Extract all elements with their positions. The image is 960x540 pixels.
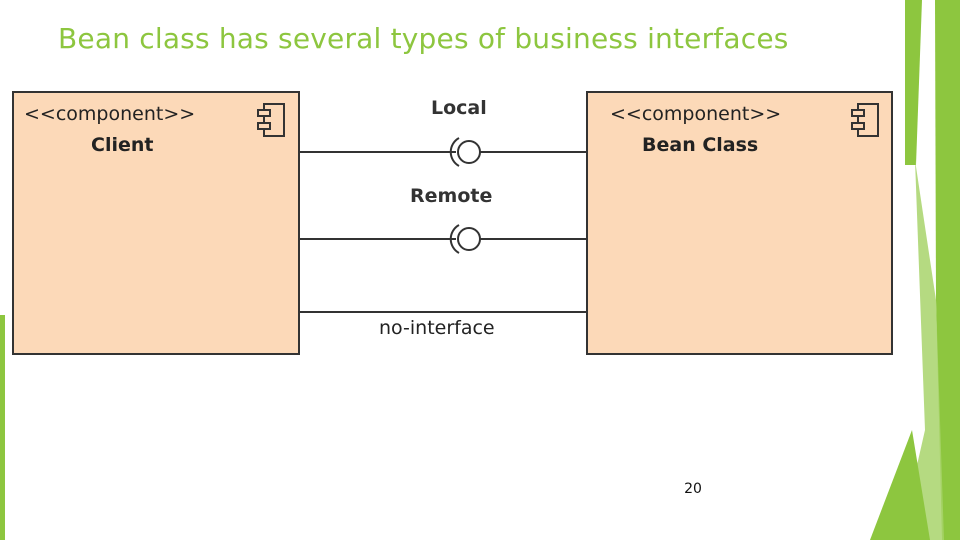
green-stripe-right [935, 0, 960, 540]
local-interface: Local [299, 97, 587, 167]
green-stripe-top [905, 0, 922, 165]
client-stereotype: <<component>> [24, 103, 195, 125]
remote-interface-label: Remote [410, 185, 492, 207]
page-number: 20 [684, 481, 702, 497]
slide-title: Bean class has several types of business… [58, 22, 789, 55]
local-socket [449, 137, 460, 167]
bean-stereotype: <<component>> [610, 103, 781, 125]
green-stripe-left [0, 315, 5, 540]
bean-name: Bean Class [642, 134, 758, 156]
bean-class-component: <<component>> Bean Class [586, 91, 893, 355]
client-component-box [12, 91, 300, 355]
client-name: Client [91, 134, 153, 156]
bean-component-box [586, 91, 893, 355]
green-stripe-mid [900, 160, 944, 540]
local-interface-label: Local [431, 97, 487, 119]
green-stripe-bottom [870, 430, 930, 540]
remote-interface: Remote [299, 185, 587, 254]
component-icon [851, 103, 879, 137]
local-ball [457, 140, 481, 164]
no-interface-label: no-interface [379, 317, 495, 339]
client-component: <<component>> Client [12, 91, 300, 355]
component-icon [257, 103, 285, 137]
remote-ball [457, 227, 481, 251]
no-interface-view: no-interface [299, 311, 587, 339]
remote-socket [449, 224, 460, 254]
